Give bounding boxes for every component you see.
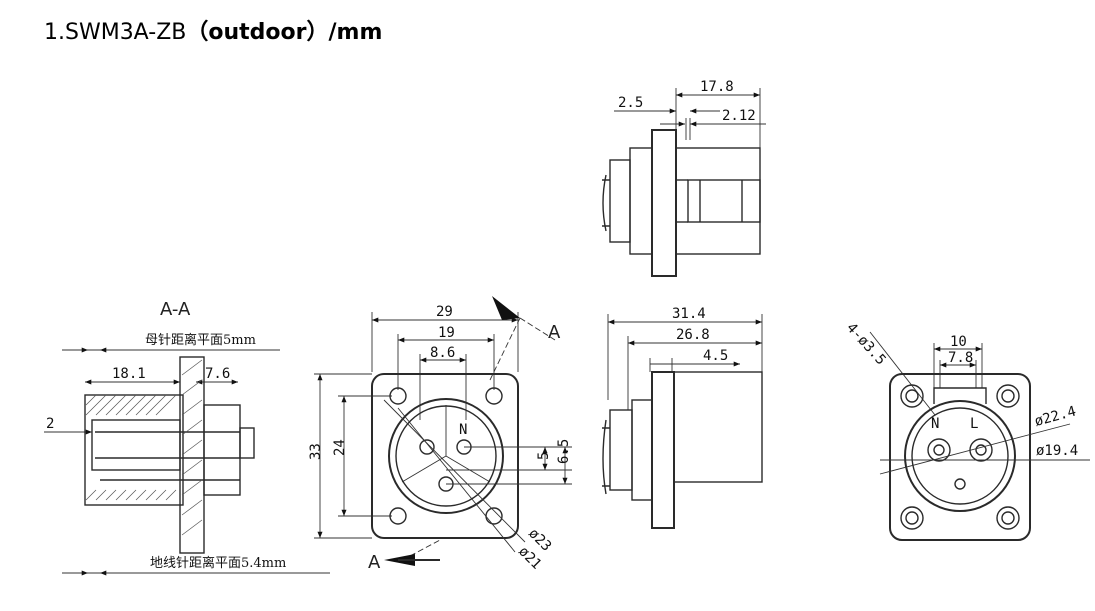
- front-dim-29: 29: [436, 304, 453, 320]
- cutout-pin-n: N: [931, 416, 939, 432]
- side-dim-4-5: 4.5: [703, 348, 728, 364]
- title-variant: （outdoor）/mm: [186, 20, 383, 45]
- top-dim-2-12: 2.12: [722, 108, 756, 124]
- section-view-a-a: A-A 母针距离平面5mm 18.1 7.6 2: [44, 299, 330, 576]
- section-dim-7-6: 7.6: [205, 366, 230, 382]
- cutout-dim-dia22-4: ø22.4: [1033, 403, 1078, 429]
- section-note-top: 母针距离平面5mm: [145, 332, 256, 348]
- side-dim-31-4: 31.4: [672, 306, 706, 322]
- section-marker-bottom: A: [368, 552, 381, 573]
- front-dim-5: 5: [536, 452, 552, 460]
- cutout-dim-10: 10: [950, 334, 967, 350]
- cutout-dim-7-8: 7.8: [948, 350, 973, 366]
- section-dim-18-1: 18.1: [112, 366, 146, 382]
- side-view: 31.4 26.8 4.5: [602, 306, 763, 529]
- cutout-dim-dia19-4: ø19.4: [1036, 443, 1078, 459]
- front-view: 29 19 8.6 33 24 N: [308, 296, 572, 573]
- title-model: 1.SWM3A-ZB: [44, 20, 187, 45]
- top-dim-17-8: 17.8: [700, 79, 734, 95]
- front-dim-33: 33: [308, 443, 324, 460]
- front-dim-6-5: 6.5: [556, 439, 572, 464]
- front-pin-n-label: N: [459, 422, 467, 438]
- section-label: A-A: [160, 299, 191, 320]
- page-title: 1.SWM3A-ZB（outdoor）/mm: [44, 14, 382, 46]
- cutout-dim-holes: 4-ø3.5: [843, 320, 889, 368]
- top-view: 17.8 2.5 2.12: [602, 79, 766, 277]
- section-dim-2: 2: [46, 416, 54, 432]
- cutout-view: 10 7.8 4-ø3.5 N L ø22.4 ø19.4: [843, 320, 1090, 541]
- section-note-bottom: 地线针距离平面5.4mm: [150, 555, 286, 571]
- top-dim-2-5: 2.5: [618, 95, 643, 111]
- front-dim-19: 19: [438, 325, 455, 341]
- section-marker-top: A: [548, 322, 561, 343]
- cutout-pin-l: L: [970, 416, 978, 432]
- side-dim-26-8: 26.8: [676, 327, 710, 343]
- front-dim-24: 24: [332, 439, 348, 456]
- front-dim-8-6: 8.6: [430, 345, 455, 361]
